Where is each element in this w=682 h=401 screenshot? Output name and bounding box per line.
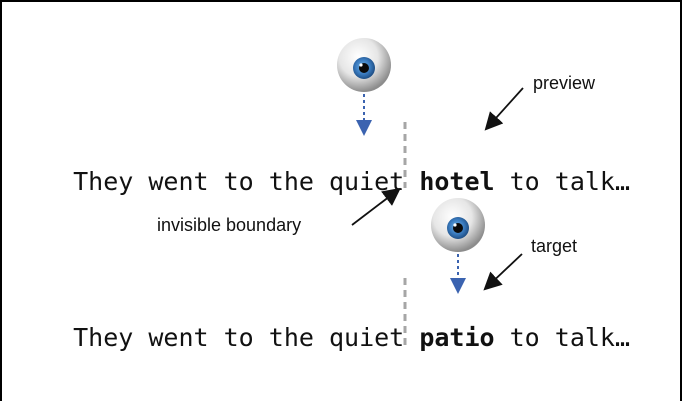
sentence-1-before: They went to the quiet	[73, 167, 405, 196]
sentence-2-after: to talk…	[494, 323, 631, 352]
sentence-2-before: They went to the quiet	[73, 323, 405, 352]
eye-icon	[337, 38, 391, 92]
boundary-label: invisible boundary	[157, 215, 302, 235]
eye-icon	[431, 198, 485, 252]
sentence-2-target-word: patio	[419, 323, 495, 352]
sentence-1-preview-word: hotel	[419, 167, 495, 196]
boundary-arrow	[351, 187, 401, 226]
target-arrow	[483, 253, 523, 291]
preview-arrow	[484, 87, 524, 131]
sentence-1-after: to talk…	[494, 167, 631, 196]
preview-label: preview	[533, 73, 596, 93]
target-label: target	[531, 236, 578, 256]
sentence-1: They went to the quiet hotel to talk…	[43, 144, 630, 194]
sentence-2: They went to the quiet patio to talk…	[43, 300, 630, 350]
